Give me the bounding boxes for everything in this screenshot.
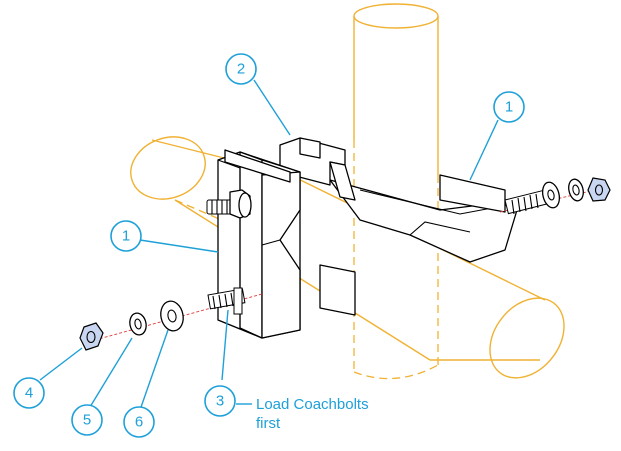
assembly-note-line1: Load Coachbolts — [256, 396, 369, 413]
callout-6-label: 6 — [135, 414, 143, 431]
lower-left-hardware — [79, 300, 184, 351]
callout-5: 5 — [71, 404, 103, 436]
callout-3: 3 — [204, 385, 236, 417]
leader-6 — [139, 329, 169, 411]
assembly-note-line2: first — [256, 415, 281, 432]
leader-2 — [253, 79, 291, 136]
right-flat-washer — [541, 181, 561, 209]
right-bolt-hardware — [499, 177, 611, 215]
saddle-bracket — [279, 137, 356, 316]
callout-2: 2 — [225, 53, 257, 85]
lower-left-nut — [79, 322, 104, 351]
leader-1-left — [139, 239, 219, 253]
callout-5-label: 5 — [83, 412, 91, 429]
callout-4: 4 — [13, 377, 45, 409]
callout-1-left-label: 1 — [122, 228, 130, 245]
assembly-note: Load Coachbolts first — [256, 396, 369, 432]
lower-left-lock-washer — [129, 312, 147, 336]
clamp-plate-left — [217, 149, 301, 339]
leader-5 — [89, 337, 133, 408]
callout-3-label: 3 — [216, 393, 224, 410]
callout-2-label: 2 — [237, 61, 245, 78]
clamp-plate-right — [329, 174, 521, 263]
callout-1-right: 1 — [493, 91, 525, 123]
callout-1-left: 1 — [110, 220, 142, 252]
horizontal-pipe — [130, 136, 565, 379]
callout-6: 6 — [123, 406, 155, 438]
right-nut — [587, 177, 611, 202]
right-lock-washer — [568, 178, 584, 202]
callout-1-right-label: 1 — [505, 99, 513, 116]
lower-left-flat-washer — [160, 300, 184, 332]
leader-lines — [39, 79, 499, 411]
upper-left-bolt — [206, 189, 252, 219]
leader-1-right — [469, 119, 499, 181]
leader-4 — [39, 347, 83, 381]
vertical-pipe — [353, 3, 439, 380]
callout-4-label: 4 — [25, 385, 33, 402]
leader-3 — [221, 309, 229, 381]
right-bolt-thread — [504, 189, 548, 215]
